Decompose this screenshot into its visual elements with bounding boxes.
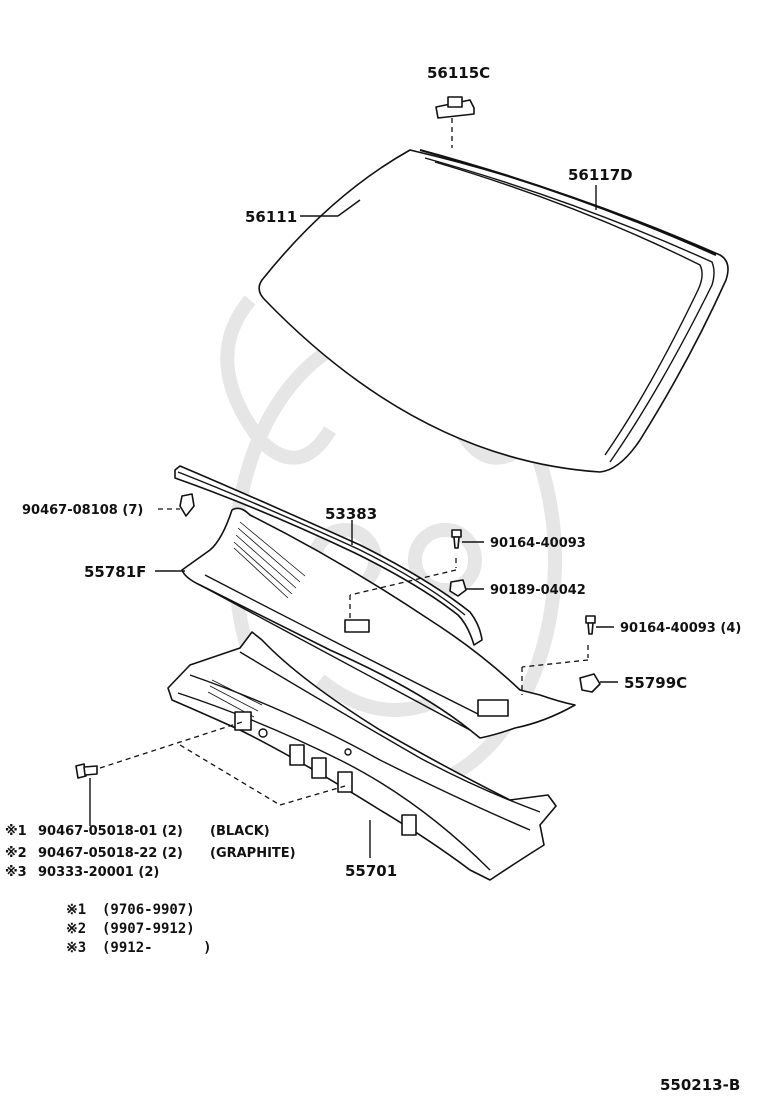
label-90164-40093: 90164-40093 [490, 536, 586, 551]
label-90189-04042: 90189-04042 [490, 583, 586, 598]
fastener-part-3: 90333-20001 (2) [38, 865, 159, 880]
label-90467-08108: 90467-08108 (7) [22, 503, 143, 518]
fastener-part-1: 90467-05018-01 (2) [38, 824, 183, 839]
period-mark-2: ※2 [66, 921, 86, 937]
label-55799c: 55799C [624, 674, 687, 692]
label-55701: 55701 [345, 862, 397, 880]
windshield-glass-56111[interactable] [258, 148, 729, 473]
clip-90467-08108[interactable] [158, 493, 195, 517]
fastener-color-2: (GRAPHITE) [210, 846, 296, 861]
seal-53383[interactable] [174, 465, 483, 646]
label-56111: 56111 [245, 208, 297, 226]
nut-90189-04042[interactable] [449, 579, 484, 597]
diagram-id: 550213-B [660, 1076, 740, 1094]
cowl-vent-grille [233, 521, 306, 599]
label-55781f: 55781F [84, 563, 146, 581]
clip-55799c[interactable] [579, 673, 618, 693]
fastener-color-1: (BLACK) [210, 824, 270, 839]
label-56115c: 56115C [427, 64, 490, 82]
fastener-mark-3: ※3 [5, 865, 27, 880]
bolt-fastener[interactable] [75, 721, 346, 826]
cowl-panel-55701[interactable] [167, 631, 557, 881]
fastener-part-2: 90467-05018-22 (2) [38, 846, 183, 861]
fastener-list: ※1 90467-05018-01 (2) (BLACK) ※2 90467-0… [5, 824, 296, 880]
label-90164-40093-4: 90164-40093 (4) [620, 621, 741, 636]
label-56117d: 56117D [568, 166, 633, 184]
clip-56115c[interactable] [435, 96, 475, 148]
fastener-mark-1: ※1 [5, 824, 27, 839]
label-53383: 53383 [325, 505, 377, 523]
period-mark-1: ※1 [66, 902, 86, 918]
period-range-1: (9706-9907) [102, 902, 195, 918]
period-range-2: (9907-9912) [102, 921, 195, 937]
period-range-3: (9912- ) [102, 940, 212, 956]
period-mark-3: ※3 [66, 940, 86, 956]
fastener-mark-2: ※2 [5, 846, 27, 861]
cowl-top-55781f[interactable] [181, 507, 576, 739]
period-list: ※1 (9706-9907) ※2 (9907-9912) ※3 (9912- … [66, 902, 212, 956]
screw-90164-40093-4[interactable] [521, 615, 614, 695]
screw-90164-40093[interactable] [349, 529, 484, 620]
